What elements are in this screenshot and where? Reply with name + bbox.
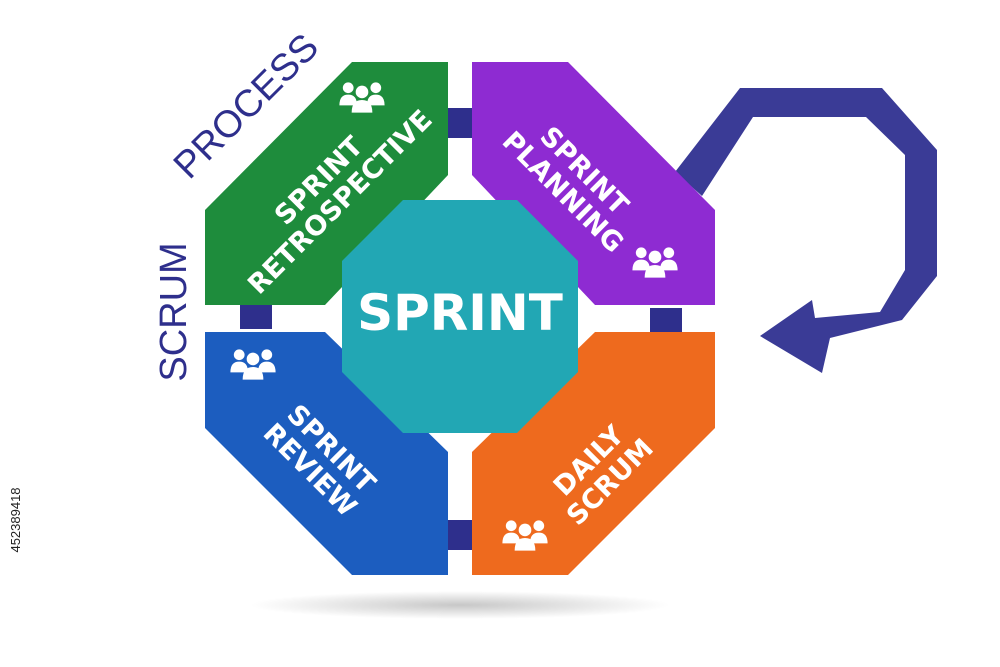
connector-left	[240, 305, 272, 329]
center-octagon	[342, 200, 578, 433]
scrum-label: SCRUM	[153, 242, 195, 381]
connector-right	[650, 308, 682, 332]
segment-sprint-planning	[472, 62, 715, 305]
connector-bottom	[448, 520, 472, 550]
stock-id: 452389418	[8, 487, 23, 552]
segment-sprint-retrospective	[205, 62, 448, 305]
cycle-arrow-icon	[675, 88, 937, 373]
ground-shadow	[250, 591, 670, 619]
center-label: SPRINT	[357, 284, 563, 342]
connector-top	[448, 108, 472, 138]
